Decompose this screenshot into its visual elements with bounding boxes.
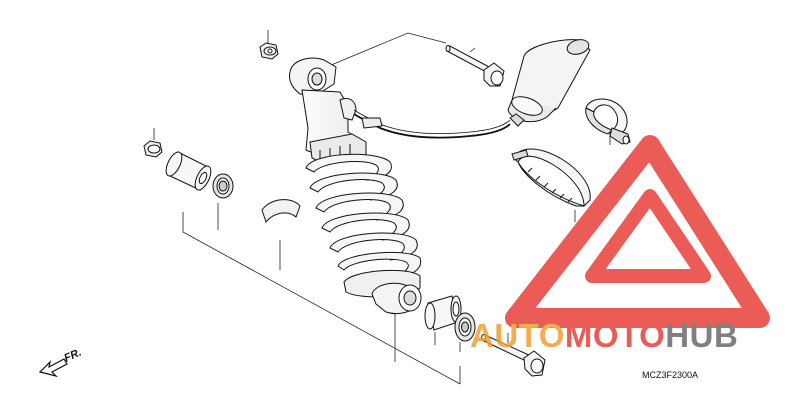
leader-lines <box>153 30 611 385</box>
band-icon <box>511 148 591 208</box>
front-direction-arrow-icon: FR. <box>38 347 83 378</box>
bolt-lower-icon <box>481 334 546 377</box>
watermark-text-moto: MOTO <box>565 317 665 354</box>
reservoir-icon <box>507 39 591 127</box>
watermark-logo: AUTOMOTOHUB <box>470 135 770 354</box>
nut-top-icon <box>259 42 279 60</box>
front-direction-label: FR. <box>62 347 83 365</box>
watermark-text: AUTOMOTOHUB <box>470 317 738 354</box>
nut-left-icon <box>143 140 163 158</box>
watermark-text-auto: AUTO <box>470 317 565 354</box>
bolt-upper-icon <box>445 45 505 87</box>
bearing-left-icon <box>212 173 234 199</box>
bearing-lower-icon <box>454 312 476 342</box>
collar-left-icon <box>165 151 212 191</box>
watermark-triangle-icon <box>505 135 770 328</box>
drawing-code: MCZ3F2300A <box>642 370 698 380</box>
watermark-inner-triangle-icon <box>585 189 711 283</box>
collar-lower-icon <box>424 295 462 331</box>
clamp-icon <box>585 98 631 145</box>
watermark-text-hub: HUB <box>665 317 738 354</box>
dust-seal-icon <box>261 199 301 224</box>
shock-absorber-icon <box>289 57 511 315</box>
